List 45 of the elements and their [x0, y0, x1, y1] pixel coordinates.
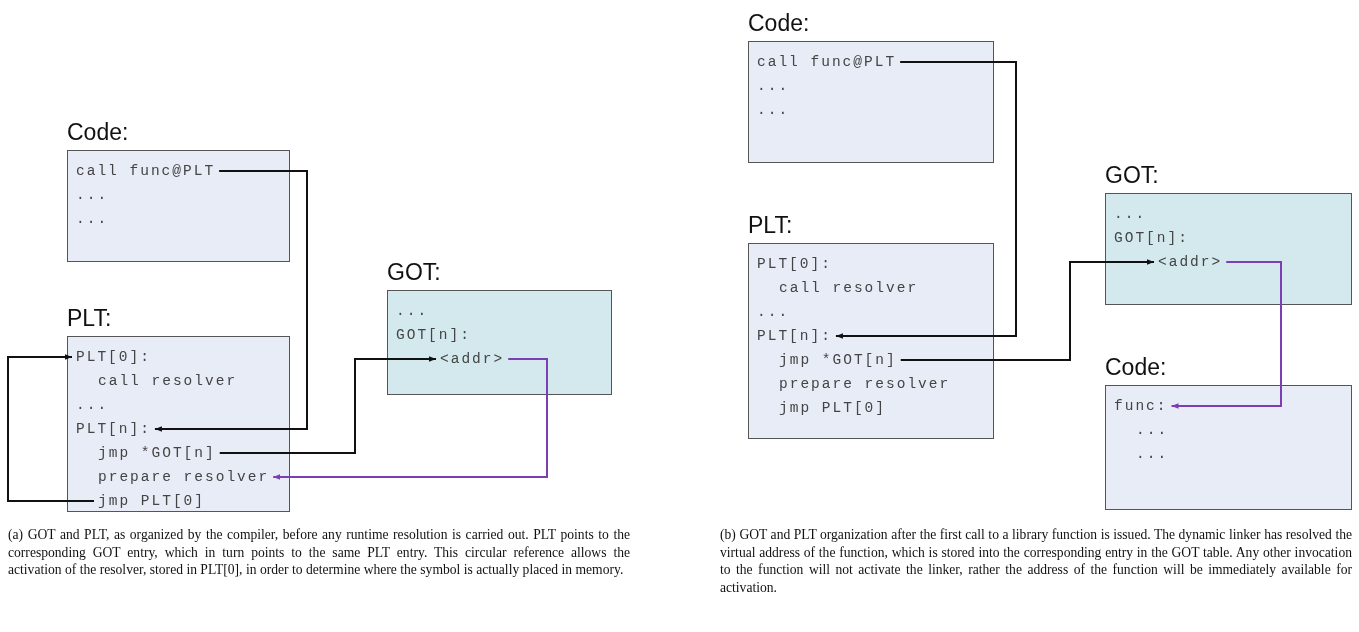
code-line: prepare resolver [775, 372, 955, 396]
code-line: ... [72, 207, 113, 231]
code-line: ... [72, 183, 113, 207]
code-line: ... [1132, 418, 1173, 442]
code-line: call resolver [775, 276, 923, 300]
code-line: ... [753, 74, 794, 98]
code-line: PLT[n]: [753, 324, 836, 348]
box-heading: Code: [67, 118, 129, 147]
figure-caption: (b) GOT and PLT organization after the first call to a library function is issued. The dynamic linker has resolved the virtual address of the function, which is stored into the corresponding entry in the GOT table. Any other invocation to the function will not activate the linker, rather the address of the function will be immediately available for activation. [720, 526, 1352, 596]
figure-caption: (a) GOT and PLT, as organized by the compiler, before any runtime resolution is carried out. PLT points to the corresponding GOT entry, which in turn points to the same PLT entry. This circular reference allows the activation of the resolver, stored in PLT[0], in order to determine where the symbol is actually placed in memory. [8, 526, 630, 579]
code-line: jmp *GOT[n] [775, 348, 901, 372]
code-line: <addr> [1154, 250, 1227, 274]
box-heading: PLT: [748, 211, 793, 240]
arrow [218, 356, 437, 454]
arrow [7, 354, 95, 502]
code-line: <addr> [436, 347, 509, 371]
code-line: ... [392, 299, 433, 323]
arrow [153, 170, 308, 432]
code-line: func: [1110, 394, 1172, 418]
box-heading: PLT: [67, 304, 112, 333]
code-line: ... [753, 300, 794, 324]
code-line: call func@PLT [753, 50, 901, 74]
code-line: call resolver [94, 369, 242, 393]
code-line: call func@PLT [72, 159, 220, 183]
code-line: ... [72, 393, 113, 417]
code-line: PLT[0]: [753, 252, 836, 276]
code-line: ... [753, 98, 794, 122]
code-line: ... [1132, 442, 1173, 466]
code-line: GOT[n]: [392, 323, 475, 347]
arrow [272, 358, 548, 480]
arrow [1170, 261, 1282, 409]
code-line: jmp PLT[0] [94, 489, 209, 513]
box-heading: Code: [748, 9, 810, 38]
code-line: prepare resolver [94, 465, 274, 489]
arrow [834, 61, 1017, 339]
code-line: PLT[0]: [72, 345, 155, 369]
box-heading: GOT: [387, 258, 441, 287]
code-line: jmp PLT[0] [775, 396, 890, 420]
box-heading: Code: [1105, 353, 1167, 382]
box-heading: GOT: [1105, 161, 1159, 190]
arrow [899, 259, 1155, 361]
code-line: jmp *GOT[n] [94, 441, 220, 465]
code-line: ... [1110, 202, 1151, 226]
code-line: PLT[n]: [72, 417, 155, 441]
code-line: GOT[n]: [1110, 226, 1193, 250]
